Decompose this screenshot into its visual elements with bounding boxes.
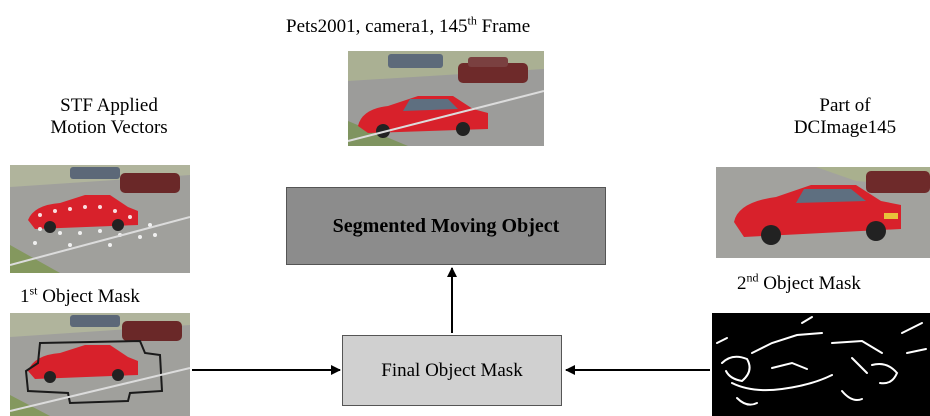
segmented-moving-object-label: Segmented Moving Object [332, 214, 560, 237]
second-object-mask-label: 2nd Object Mask [737, 270, 861, 294]
dcimage-145-image [716, 167, 930, 258]
stf-motion-vectors-label: STF Applied Motion Vectors [50, 95, 168, 138]
dcimage-label: Part of DCImage145 [793, 95, 897, 138]
frame-title: Pets2001, camera1, 145th Frame [286, 13, 531, 37]
final-object-mask-box: Final Object Mask [342, 335, 562, 406]
frame-145-image [348, 51, 544, 146]
first-object-mask-label: 1st Object Mask [20, 283, 140, 307]
final-object-mask-label: Final Object Mask [381, 359, 523, 381]
segmented-moving-object-box: Segmented Moving Object [286, 187, 606, 265]
motion-vectors-image [10, 165, 190, 273]
first-object-mask-image [10, 313, 190, 416]
second-object-mask-image [712, 313, 930, 416]
